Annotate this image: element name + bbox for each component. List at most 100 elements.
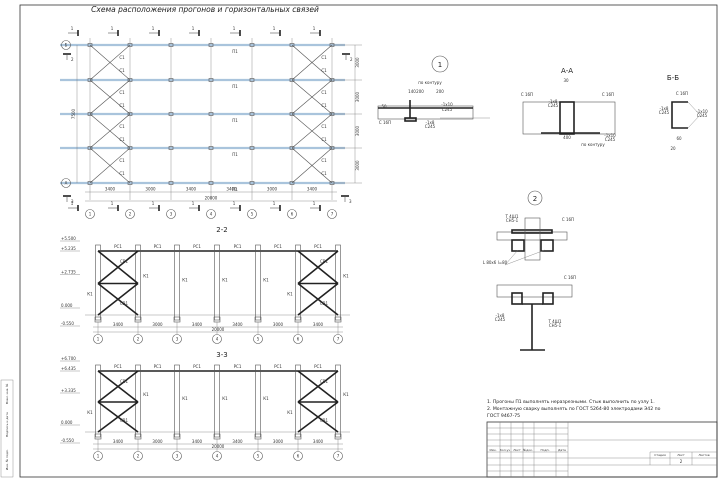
brace	[89, 113, 131, 149]
purlin-support	[127, 146, 133, 150]
purlin-support	[87, 78, 93, 82]
bay-dimension: 3000	[145, 187, 156, 192]
level-mark: +2.735	[61, 270, 76, 275]
detail-label: СН5-1	[506, 218, 519, 223]
vertical-brace	[297, 370, 339, 403]
section-mark-label: 1	[192, 201, 195, 206]
height-dimension: 3000	[355, 91, 360, 102]
section-cut-label: 2	[71, 57, 74, 62]
column	[255, 364, 261, 438]
purlin-support	[208, 181, 214, 185]
brace-label: СВ1	[120, 379, 129, 384]
detail-label: С 16П	[564, 275, 576, 280]
purlin-support	[289, 43, 295, 47]
column-label: К1	[182, 278, 188, 283]
section-mark-label: 1	[273, 26, 276, 31]
axis-number: 3	[176, 337, 179, 342]
axis-number: 2	[137, 337, 140, 342]
bay-dimension: 3000	[267, 187, 278, 192]
section-label: С245	[605, 137, 616, 142]
channel-section	[671, 101, 688, 129]
bay-dimension: 3400	[226, 187, 237, 192]
side-stamp-text: Взам. инв. №	[5, 384, 9, 404]
brace-label: СВ1	[320, 418, 329, 423]
purlin-label: П1	[232, 118, 238, 123]
angle	[540, 239, 554, 252]
title-block-frame	[486, 421, 718, 478]
base-plate	[334, 433, 342, 440]
channel-profile	[377, 105, 474, 120]
detail-label: С 16П	[562, 217, 574, 222]
brace	[89, 147, 131, 184]
section-label: С 16П	[521, 92, 533, 97]
purlin-support	[168, 78, 174, 82]
purlin-support	[329, 181, 335, 185]
column-label: К1	[87, 410, 93, 415]
brace-label: C1	[321, 124, 327, 129]
section-label: С245	[659, 110, 670, 115]
section-bb-title: Б-Б	[667, 74, 679, 82]
axis-number: 1	[97, 454, 100, 459]
bay-dimension: 3400	[186, 187, 197, 192]
detail-label: -1х8	[426, 120, 435, 125]
purlin-support	[168, 181, 174, 185]
purlin-support	[87, 43, 93, 47]
purlin-support	[329, 112, 335, 116]
level-mark: +5.235	[61, 246, 76, 251]
bay-dimension: 3400	[307, 187, 318, 192]
purlin-plan: Схема расположения прогонов и горизонтал…	[60, 5, 362, 219]
beam-label: РС1	[154, 364, 162, 369]
axis-number: 4	[210, 212, 213, 217]
axis-bubble	[247, 209, 257, 219]
axis-number: 1	[89, 212, 92, 217]
column-label: К1	[287, 410, 293, 415]
purlin-support	[208, 78, 214, 82]
purlin-label: П1	[232, 84, 238, 89]
total-dimension: 20000	[205, 196, 218, 201]
detail-bubble	[431, 55, 449, 73]
axis-bubble	[133, 334, 143, 344]
bay-dimension: 3400	[105, 187, 116, 192]
column-label: К1	[182, 396, 188, 401]
section-2-2-title: 2-2	[216, 226, 227, 234]
note-line: 1. Прогоны П1 выполнять неразрезными. Ст…	[487, 399, 655, 405]
purlin-support	[87, 181, 93, 185]
column-label: К1	[143, 392, 149, 397]
brace-label: C1	[119, 68, 125, 73]
height-dimension: 3000	[355, 57, 360, 68]
purlin-support	[329, 43, 335, 47]
stamp-header: Подп.	[540, 448, 549, 452]
plate	[559, 101, 575, 135]
height-dimension: 3000	[355, 125, 360, 136]
base-plate	[173, 433, 181, 440]
axis-number: 1	[97, 337, 100, 342]
beam-label: РС1	[234, 244, 242, 249]
section-label: 60	[676, 136, 682, 141]
column-label: К1	[263, 278, 269, 283]
bay-dimension: 3400	[113, 439, 124, 444]
bay-dimension: 3400	[313, 322, 324, 327]
axis-bubble	[85, 209, 95, 219]
bay-dimension: 3400	[192, 439, 203, 444]
stamp-header: №док.	[523, 448, 533, 452]
leader	[504, 249, 546, 266]
brace	[291, 113, 333, 149]
beam-label: РС1	[274, 244, 282, 249]
section-label: по контуру	[581, 142, 605, 147]
bay-dimension: 3400	[232, 439, 243, 444]
axis-number: 2	[137, 454, 140, 459]
axis-bubble	[172, 451, 182, 461]
detail-label: -1х10	[441, 102, 453, 107]
plan-title: Схема расположения прогонов и горизонтал…	[91, 5, 319, 14]
axis-number: 4	[216, 454, 219, 459]
note-line: 2. Монтажную сварку выполнять по ГОСТ 52…	[487, 406, 661, 412]
bay-dimension: 3000	[152, 439, 163, 444]
purlin-support	[289, 146, 295, 150]
axis-number: 7	[337, 454, 340, 459]
purlin-support	[249, 43, 255, 47]
channel-profile	[496, 231, 568, 241]
base-plate	[173, 316, 181, 323]
section-mark-label: 1	[71, 201, 74, 206]
bay-dimension: 3000	[273, 322, 284, 327]
angle	[542, 292, 554, 305]
